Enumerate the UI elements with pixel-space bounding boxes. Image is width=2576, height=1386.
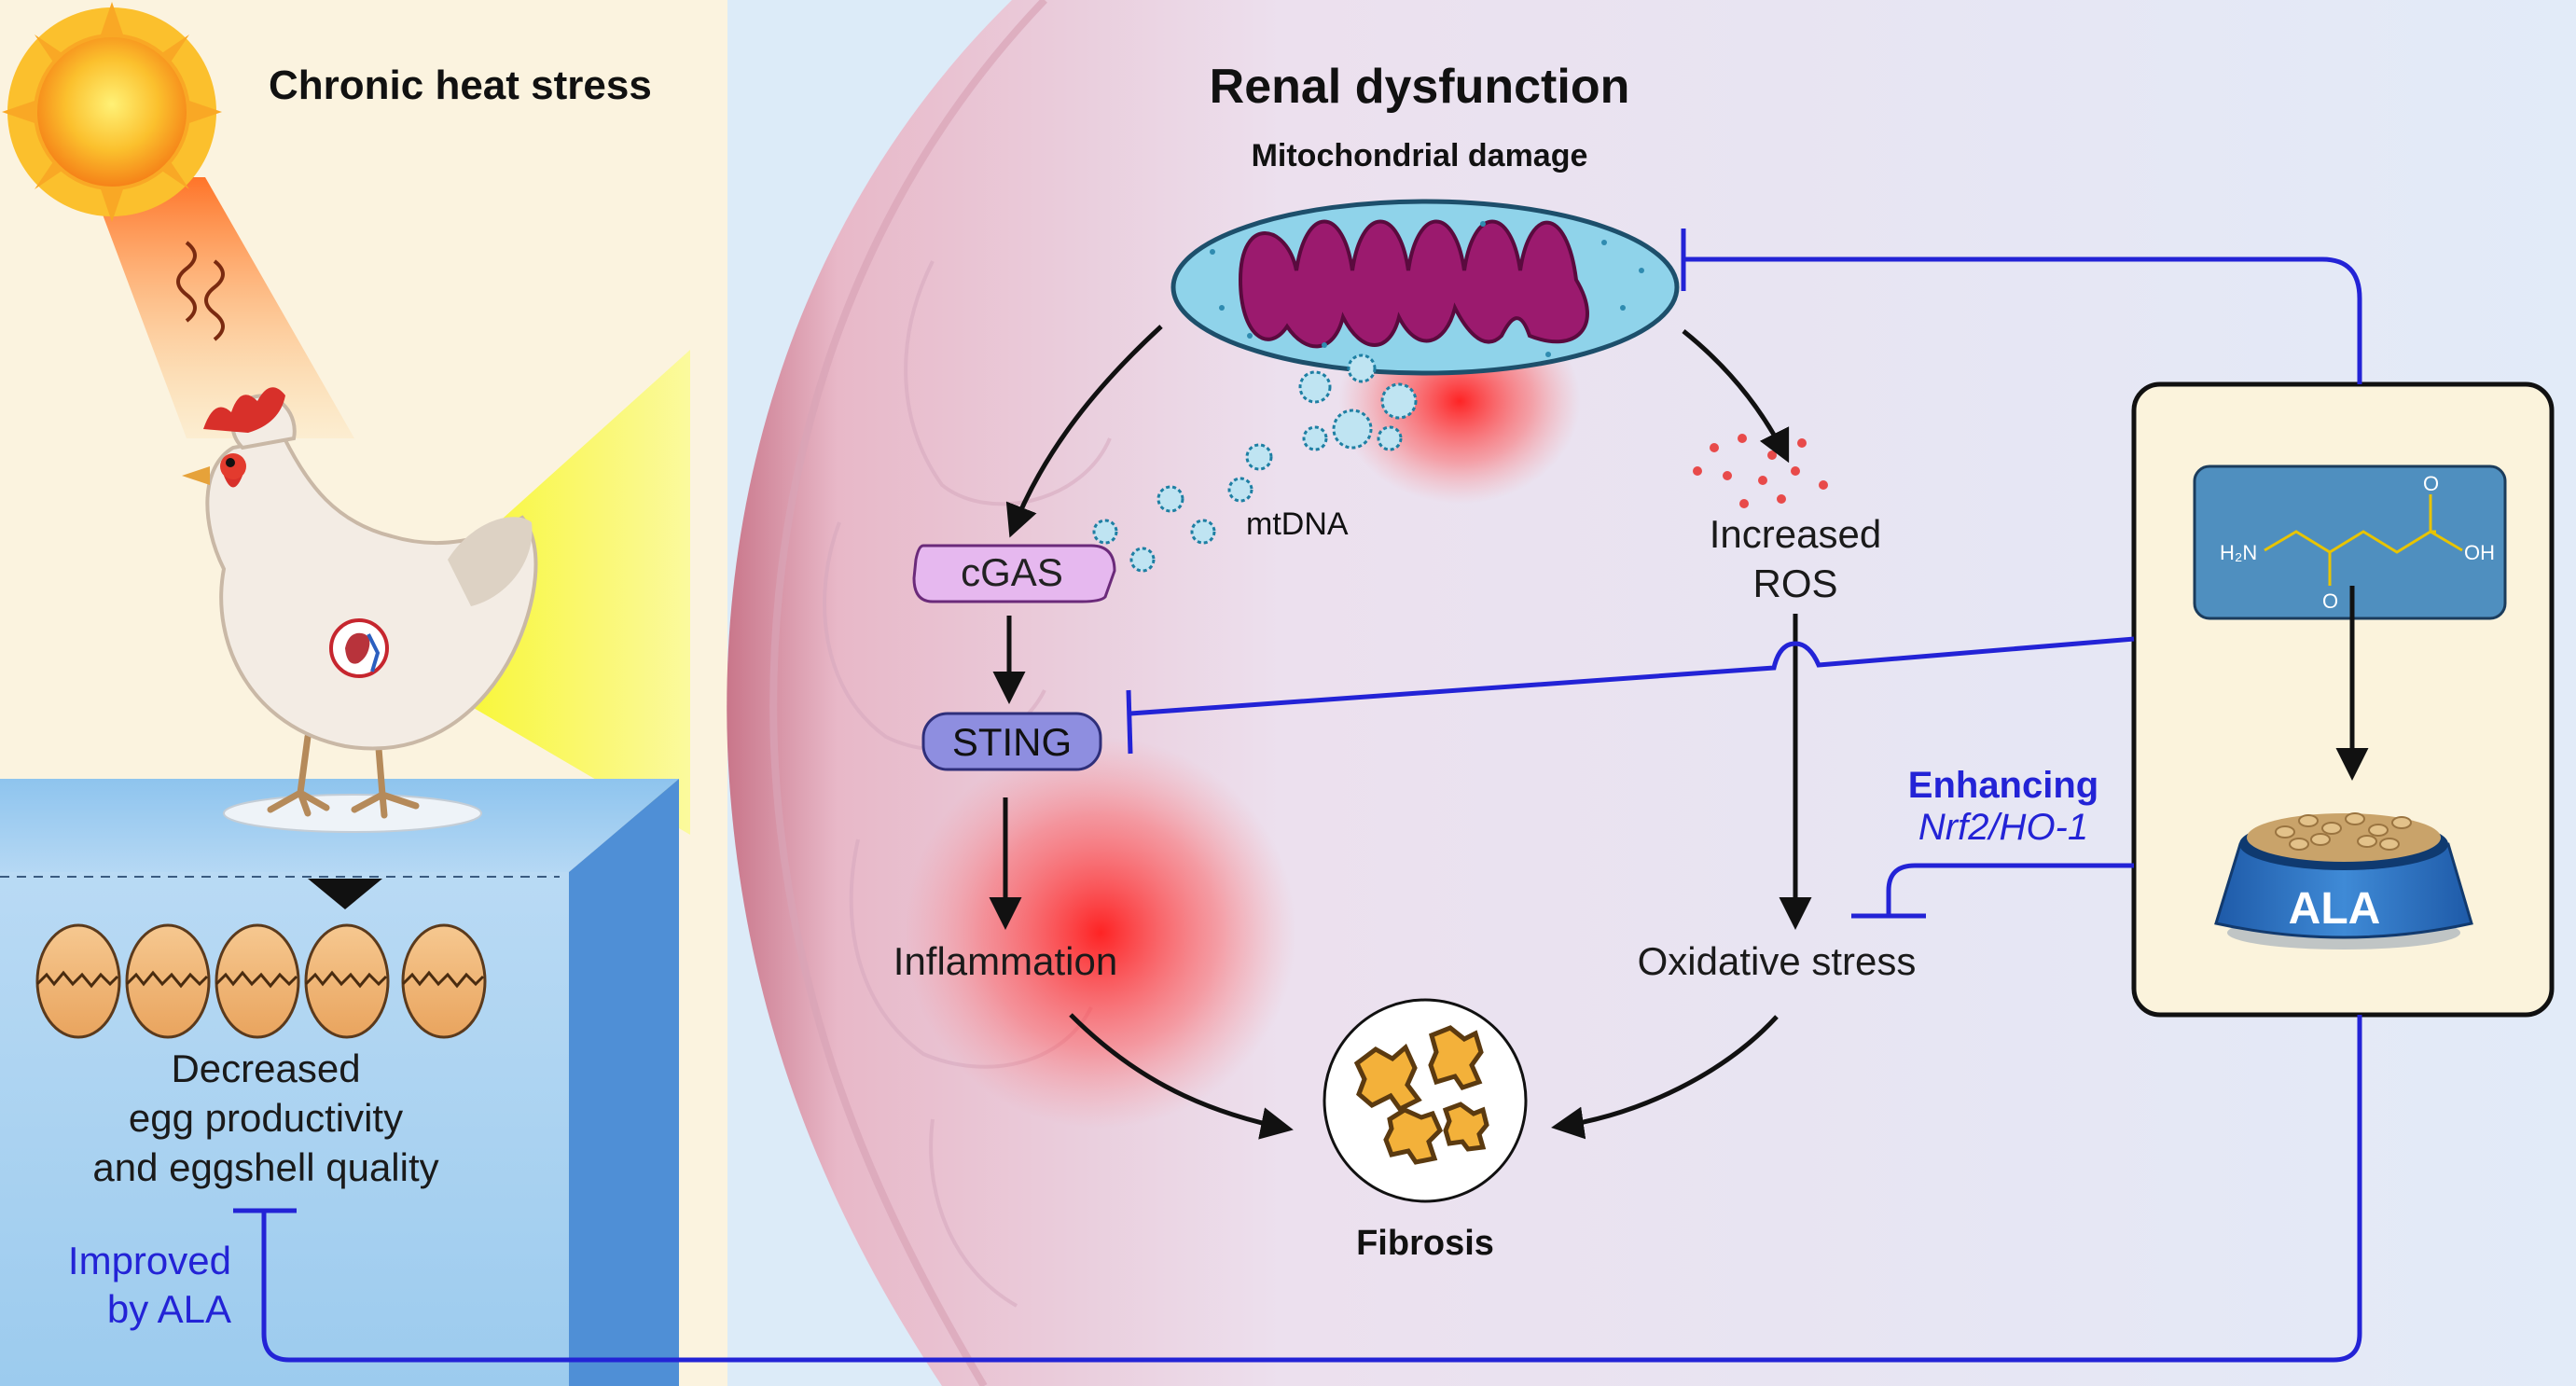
inhibit-sting-line — [1129, 636, 2135, 716]
fibrosis-icon — [1323, 998, 1528, 1203]
arrow-mito-to-cgas — [1005, 325, 1163, 538]
arrow-mito-to-ros — [1682, 329, 1790, 464]
pathway-label: Nrf2/HO-1 — [1918, 807, 2088, 848]
sun-icon — [2, 2, 222, 222]
hen-icon — [182, 387, 538, 833]
sting-label: STING — [952, 720, 1072, 764]
outcome-line-2: egg productivity — [129, 1096, 403, 1140]
egg — [35, 923, 121, 1039]
sting-node: STING — [921, 712, 1102, 771]
egg — [304, 923, 390, 1039]
molecule-acid-o: O — [2423, 472, 2439, 495]
egg — [401, 923, 487, 1039]
down-triangle-icon — [308, 879, 382, 909]
outcome-line-3: and eggshell quality — [92, 1145, 438, 1189]
molecule-ketone-o: O — [2322, 589, 2338, 613]
mtdna-particles — [1092, 353, 1418, 573]
bowl-ala-label: ALA — [2289, 884, 2381, 934]
inflammation-red-glow — [905, 737, 1296, 1129]
heat-wave-icon — [176, 241, 225, 341]
mtdna-label: mtDNA — [1246, 506, 1349, 542]
inhibit-mitochondria-line — [1683, 256, 2362, 384]
egg — [125, 923, 211, 1039]
renal-title: Renal dysfunction — [1210, 60, 1630, 114]
ros-label-line-1: Increased — [1710, 512, 1881, 556]
ala-bowl-icon: ALA — [2214, 812, 2473, 949]
fibrosis-label: Fibrosis — [1356, 1224, 1494, 1263]
mitochondrion-icon — [1170, 199, 1680, 376]
cgas-label: cGAS — [961, 550, 1063, 594]
cell-inner-edge — [769, 0, 1047, 1386]
improved-line-1: Improved — [68, 1239, 231, 1282]
oxidative-stress-label: Oxidative stress — [1638, 939, 1917, 983]
improved-line-2: by ALA — [107, 1287, 231, 1331]
enhancing-label: Enhancing — [1908, 765, 2098, 806]
outcome-line-1: Decreased — [171, 1046, 360, 1090]
ros-label-line-2: ROS — [1752, 561, 1837, 605]
egg — [215, 923, 300, 1039]
heat-beam — [89, 177, 354, 438]
mito-damage-label: Mitochondrial damage — [1252, 138, 1588, 173]
heat-stress-title: Chronic heat stress — [269, 62, 652, 108]
inflammation-label: Inflammation — [893, 939, 1117, 983]
inhibition-lines — [233, 229, 2362, 1363]
molecule-structure: H₂N O O OH — [2193, 464, 2507, 620]
molecule-oh: OH — [2464, 541, 2495, 564]
shelf-side — [569, 779, 679, 1386]
inhibit-oxidative-line — [1886, 863, 2134, 916]
arrow-oxidative-to-fibrosis — [1551, 1015, 1779, 1140]
inhibit-sting-bar — [1126, 689, 1133, 755]
cgas-node: cGAS — [912, 544, 1116, 603]
molecule-h2n: H₂N — [2220, 541, 2257, 564]
inhibit-egg-line — [261, 1015, 2362, 1363]
eggs-row — [35, 923, 487, 1039]
arrow-inflammation-to-fibrosis — [1069, 1013, 1294, 1140]
